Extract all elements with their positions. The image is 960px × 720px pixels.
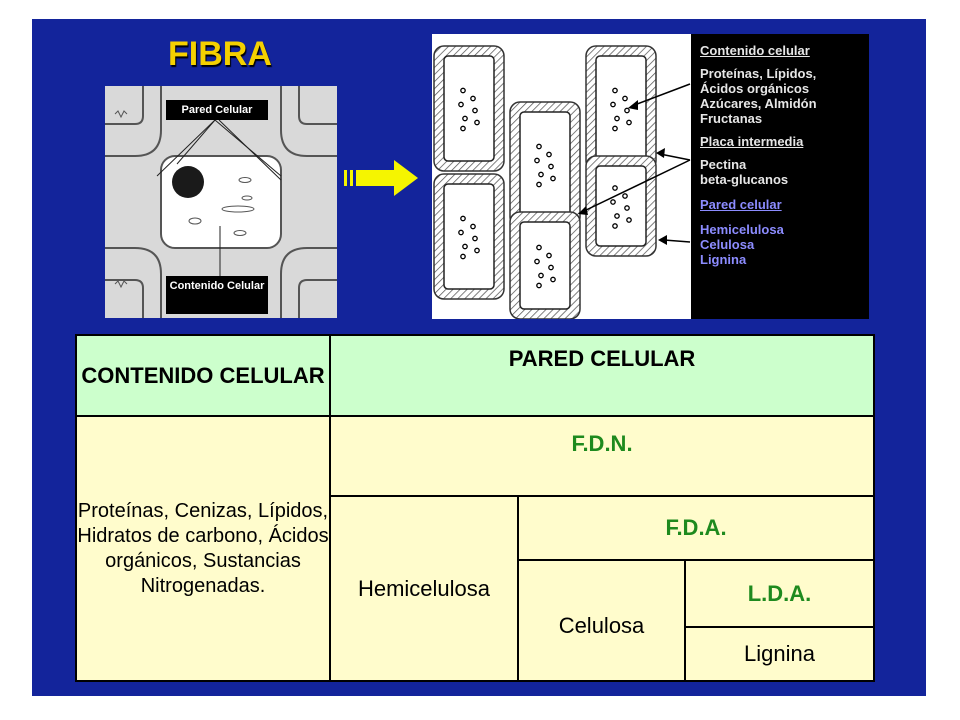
organelle-dot: [612, 125, 618, 132]
contenido-celular-label: Contenido Celular: [166, 276, 268, 314]
organelle-dot: [622, 95, 628, 102]
organelle-dot: [624, 205, 630, 211]
organelle-dot: [610, 101, 616, 108]
organelle-dot: [550, 175, 556, 182]
organelle-dot: [626, 119, 632, 126]
legend-pared-items: Hemicelulosa Celulosa Lignina: [700, 222, 869, 267]
legend-contenido-item: Azúcares, Almidón: [700, 96, 817, 111]
organelle-dot: [538, 272, 544, 279]
organelle-dot: [536, 181, 542, 188]
cell-lumen: [443, 55, 495, 162]
header-contenido-celular: CONTENIDO CELULAR: [77, 336, 331, 417]
organelle-dot: [536, 282, 542, 289]
plant-cells-illustration: [433, 45, 691, 319]
cell-lumen: [595, 55, 647, 162]
legend-contenido-item: Ácidos orgánicos: [700, 81, 810, 96]
organelle-dot: [614, 213, 620, 219]
organelle-dot: [534, 258, 540, 265]
organelle-dot: [472, 107, 478, 114]
legend-pared-item: Hemicelulosa: [700, 222, 784, 237]
slide-title: FIBRA: [168, 35, 272, 73]
lda-cell: L.D.A.: [686, 561, 873, 628]
organelle-dot: [536, 244, 542, 251]
organelle-dot: [462, 115, 468, 122]
organelle-dot: [462, 243, 468, 250]
organelle-dot: [458, 229, 464, 236]
organelle-dot: [546, 151, 552, 158]
header-pared-celular: PARED CELULAR: [331, 336, 873, 417]
organelle-dot: [460, 253, 466, 260]
organelle-dot: [470, 223, 476, 230]
cell-lumen: [519, 111, 571, 218]
legend-placa-item: Pectina: [700, 157, 747, 172]
legend-contenido-item: Fructanas: [700, 111, 763, 126]
organelle-dot: [460, 215, 466, 222]
organelle-dot: [612, 87, 618, 94]
fiber-table: CONTENIDO CELULAR PARED CELULAR Proteína…: [75, 334, 875, 682]
organelle-dot: [550, 276, 556, 283]
organelle-dot: [460, 125, 466, 132]
organelle-dot: [610, 199, 616, 205]
legend-placa-item: beta-glucanos: [700, 172, 789, 187]
nucleus-icon: [172, 166, 204, 198]
organelle-dot: [612, 223, 618, 229]
organelle-dot: [534, 157, 540, 164]
legend-panel: Contenido celular Proteínas, Lípidos, Ác…: [691, 34, 869, 319]
organelle-dot: [474, 119, 480, 126]
organelle-dot: [472, 235, 478, 242]
legend-pared-header: Pared celular: [700, 197, 782, 212]
legend-placa-items: Pectina beta-glucanos: [700, 157, 869, 187]
organelle-dot: [548, 264, 554, 271]
hemicelulosa-cell: Hemicelulosa: [331, 497, 519, 680]
organelle-dot: [538, 171, 544, 178]
organelle-dot: [460, 87, 466, 94]
fda-cell: F.D.A.: [519, 497, 873, 561]
cell-diagram: [105, 86, 337, 318]
legend-contenido-item: Proteínas, Lípidos,: [700, 66, 817, 81]
cell-lumen: [519, 221, 571, 310]
organelle-dot: [546, 252, 552, 259]
organelle-dot: [536, 143, 542, 150]
cell-lumen: [443, 183, 495, 290]
organelle-dot: [548, 163, 554, 170]
celulosa-cell: Celulosa: [519, 561, 686, 680]
legend-contenido-header: Contenido celular: [700, 43, 810, 58]
organelle-dot: [474, 247, 480, 254]
legend-placa-header: Placa intermedia: [700, 134, 804, 149]
cells-drawing: [432, 34, 691, 319]
pared-celular-label: Pared Celular: [166, 100, 268, 120]
organelle-dot: [470, 95, 476, 102]
organelle-dot: [622, 193, 628, 199]
fdn-cell: F.D.N.: [331, 417, 873, 497]
organelle-dot: [614, 115, 620, 122]
right-arrow-icon: [344, 160, 418, 196]
organelle-dot: [458, 101, 464, 108]
organelle-dot: [626, 217, 632, 223]
legend-pared-item: Celulosa: [700, 237, 755, 252]
contenido-celular-body: Proteínas, Cenizas, Lípidos, Hidratos de…: [77, 417, 331, 680]
organelle-dot: [624, 107, 630, 114]
organelle-dot: [612, 185, 618, 191]
cell-diagram-drawing: [105, 86, 337, 318]
legend-pared-item: Lignina: [700, 252, 747, 267]
lignina-cell: Lignina: [744, 641, 815, 666]
cell-lumen: [595, 165, 647, 247]
legend-contenido-items: Proteínas, Lípidos, Ácidos orgánicos Azú…: [700, 66, 869, 126]
